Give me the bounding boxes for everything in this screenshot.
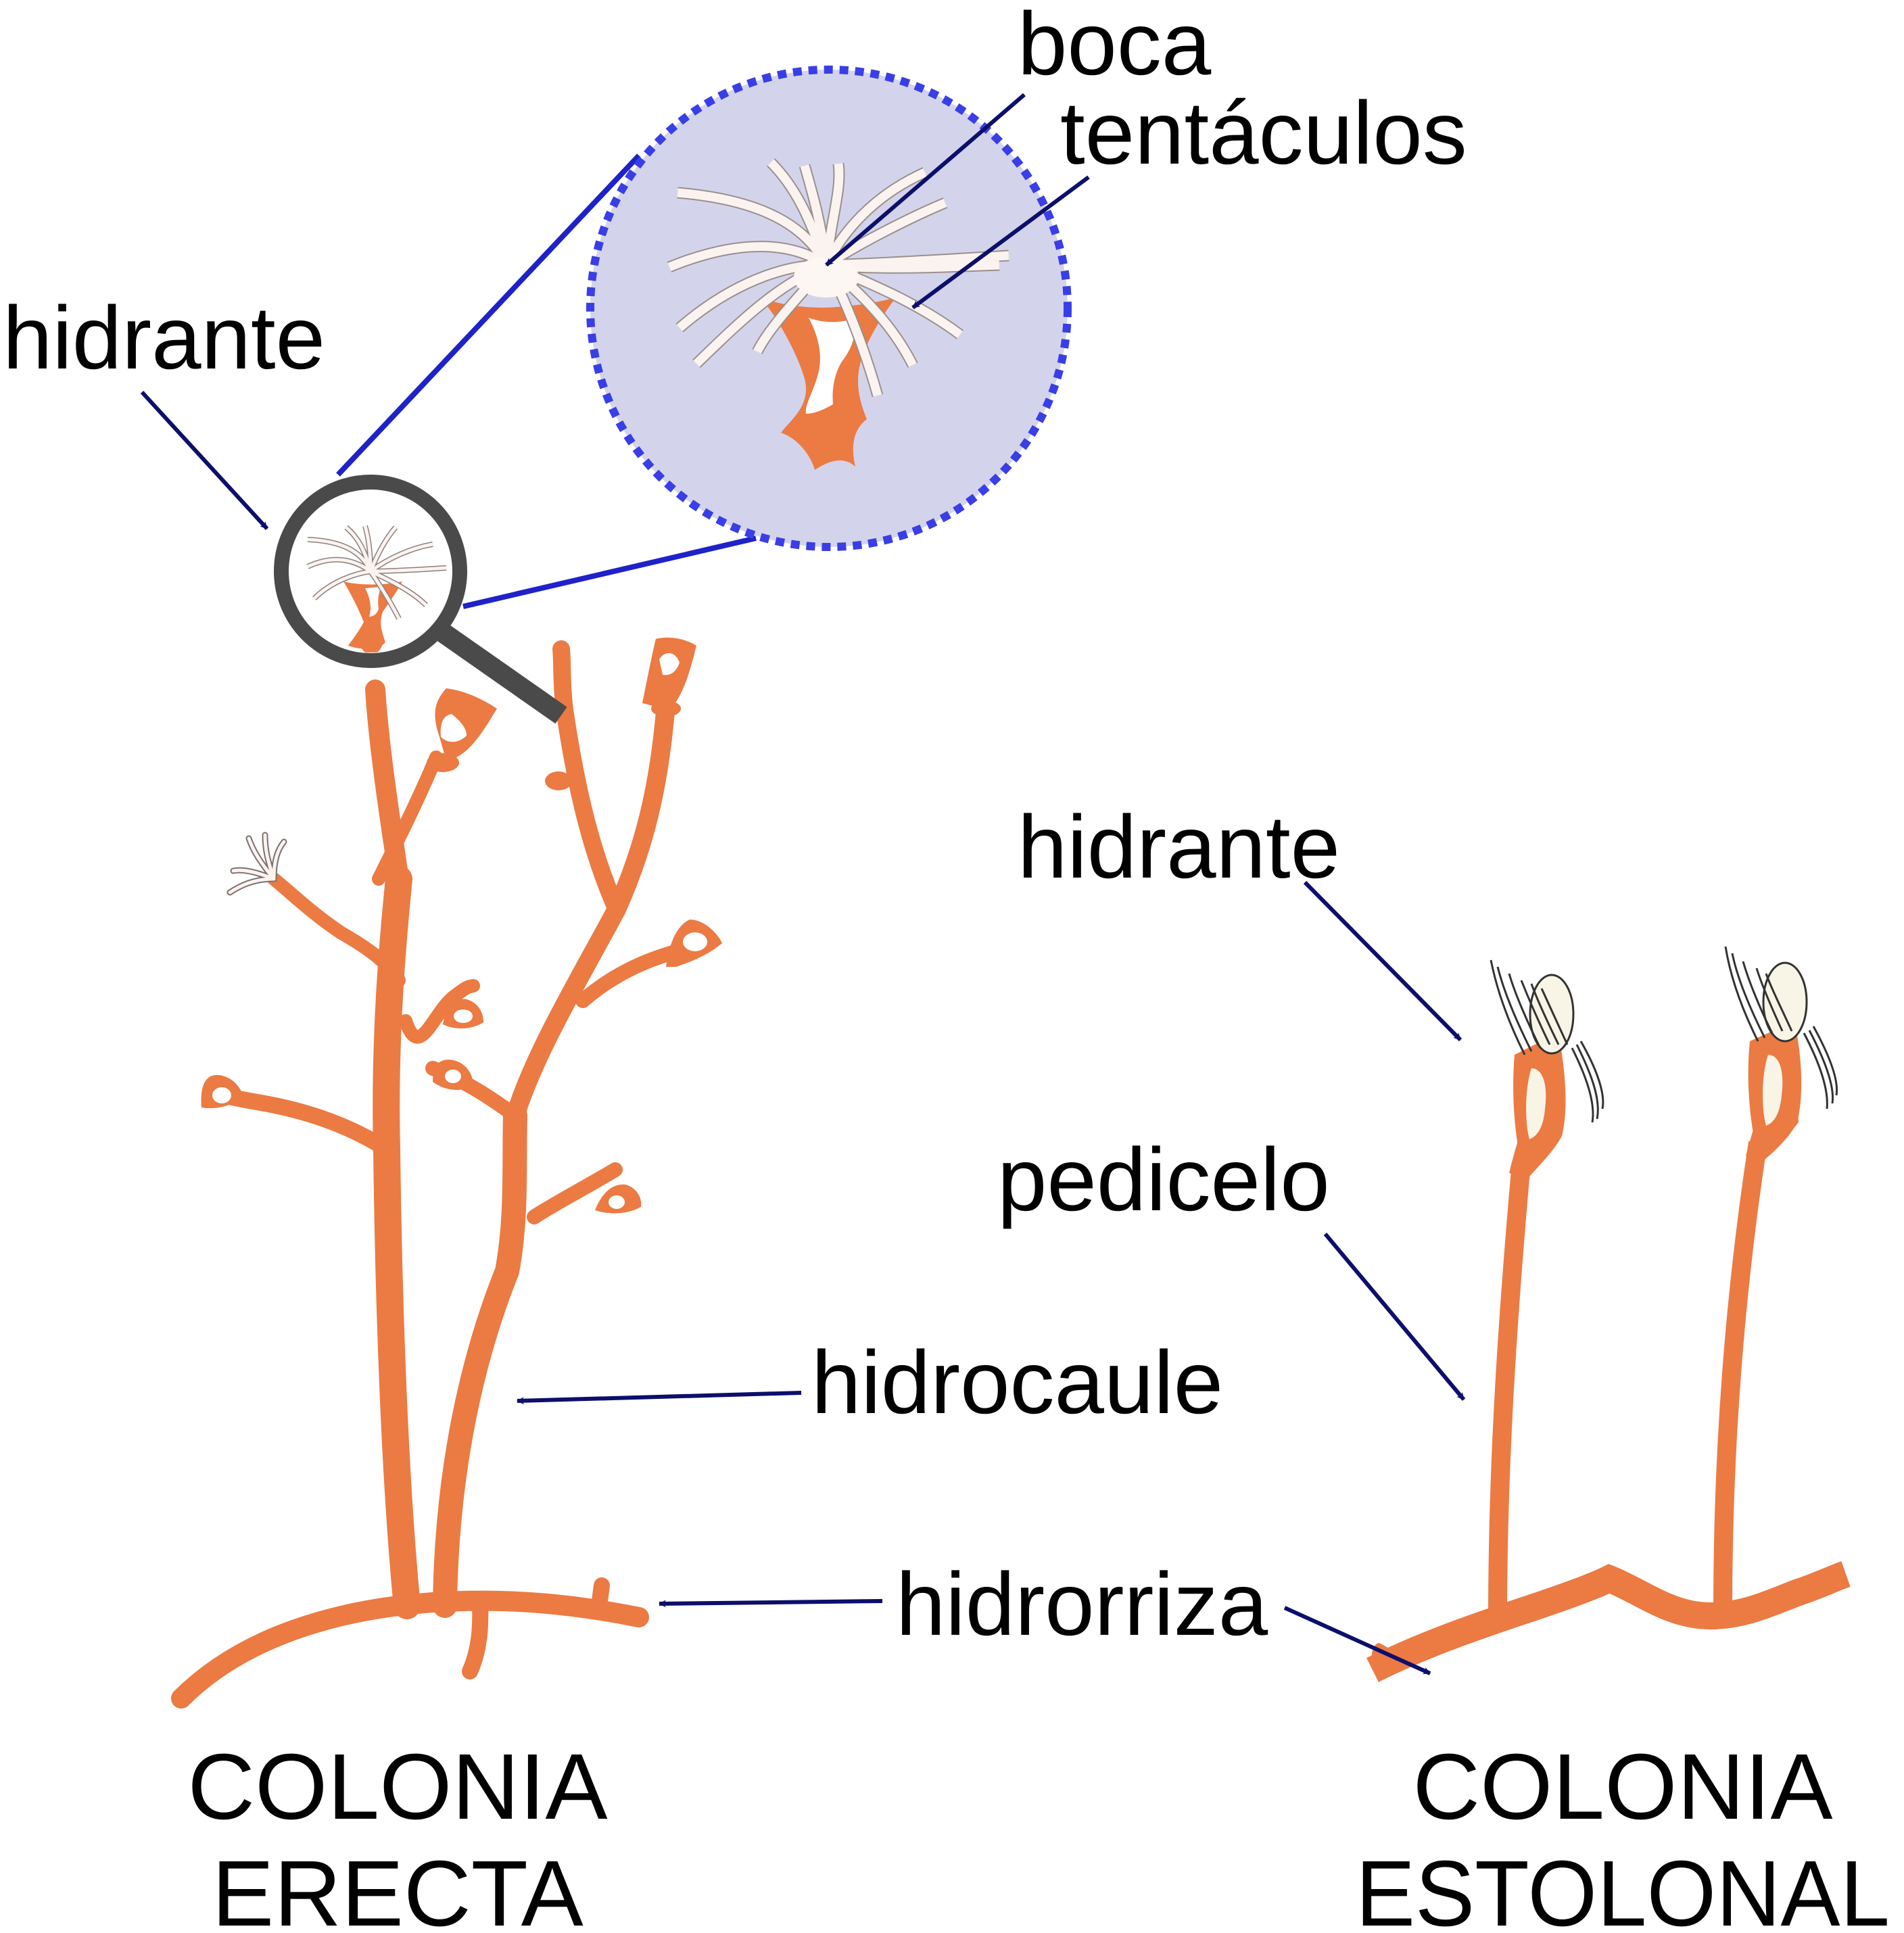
- stolonal-hydranth-right: [1724, 946, 1838, 1160]
- erect-colony: [171, 638, 722, 1709]
- label-pedicelo: pedicelo: [997, 1130, 1330, 1229]
- arrow-tentaculos: [911, 175, 1090, 310]
- arrow-pedicelo: [1323, 1233, 1466, 1401]
- label-hidrocaule: hidrocaule: [811, 1333, 1223, 1432]
- title-estolonal-line1: COLONIA: [1412, 1735, 1832, 1839]
- arrow-boca: [825, 93, 1026, 267]
- label-arrows: [140, 93, 1466, 1675]
- zoom-connector-upper: [336, 153, 641, 477]
- arrow-hidrocaule: [516, 1391, 802, 1405]
- stolonal-hydranth-left: [1490, 959, 1604, 1176]
- arrow-hidrorriza-left: [658, 1599, 883, 1608]
- stolonal-colony: [1366, 946, 1851, 1682]
- title-estolonal-line2: ESTOLONAL: [1356, 1842, 1890, 1933]
- arrow-hidrorriza-right: [1283, 1606, 1431, 1675]
- zoom-connector-lower: [462, 535, 757, 609]
- labels: boca tentáculos hidrante hidrante pedice…: [3, 0, 1890, 1933]
- arrow-hidrante-top: [140, 390, 269, 531]
- label-hidrorriza: hidrorriza: [896, 1554, 1268, 1654]
- label-hidrante-right: hidrante: [1018, 797, 1340, 897]
- zoom-callout: [336, 66, 1072, 609]
- arrow-hidrante-right: [1303, 880, 1462, 1042]
- label-hidrante-top: hidrante: [3, 288, 325, 387]
- title-erecta-line2: ERECTA: [212, 1842, 584, 1933]
- zoomed-hydranth: [667, 158, 1009, 470]
- label-boca: boca: [1018, 0, 1212, 93]
- magnifier-icon: [274, 475, 567, 724]
- title-erecta-line1: COLONIA: [187, 1735, 607, 1839]
- label-tentaculos: tentáculos: [1060, 83, 1467, 183]
